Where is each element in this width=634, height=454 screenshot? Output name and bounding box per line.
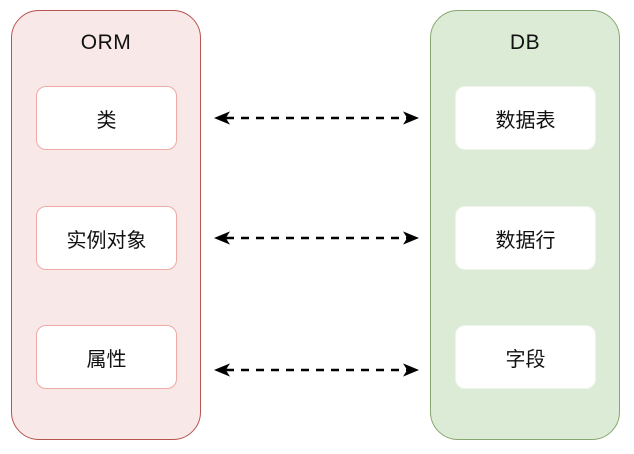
orm-node-attribute: 属性	[36, 325, 177, 389]
db-node-field: 字段	[455, 325, 596, 389]
db-node-row-label: 数据行	[495, 229, 556, 252]
db-group-container: DB 数据表 数据行 字段	[430, 10, 620, 440]
orm-group-title: ORM	[80, 31, 132, 54]
db-node-table-label: 数据表	[495, 109, 556, 132]
orm-node-instance-object: 实例对象	[36, 206, 177, 270]
orm-node-class-label: 类	[96, 109, 117, 132]
double-arrow-instance-row-icon	[214, 231, 419, 245]
db-node-table: 数据表	[455, 86, 596, 150]
orm-node-instance-object-label: 实例对象	[66, 229, 147, 252]
db-group-title: DB	[509, 31, 541, 54]
orm-group-container: ORM 类 实例对象 属性	[11, 10, 201, 440]
double-arrow-class-table-icon	[214, 111, 419, 125]
orm-node-class: 类	[36, 86, 177, 150]
double-arrow-attribute-field-icon	[214, 363, 419, 377]
db-node-field-label: 字段	[505, 348, 546, 371]
orm-node-attribute-label: 属性	[86, 348, 127, 371]
db-node-row: 数据行	[455, 206, 596, 270]
